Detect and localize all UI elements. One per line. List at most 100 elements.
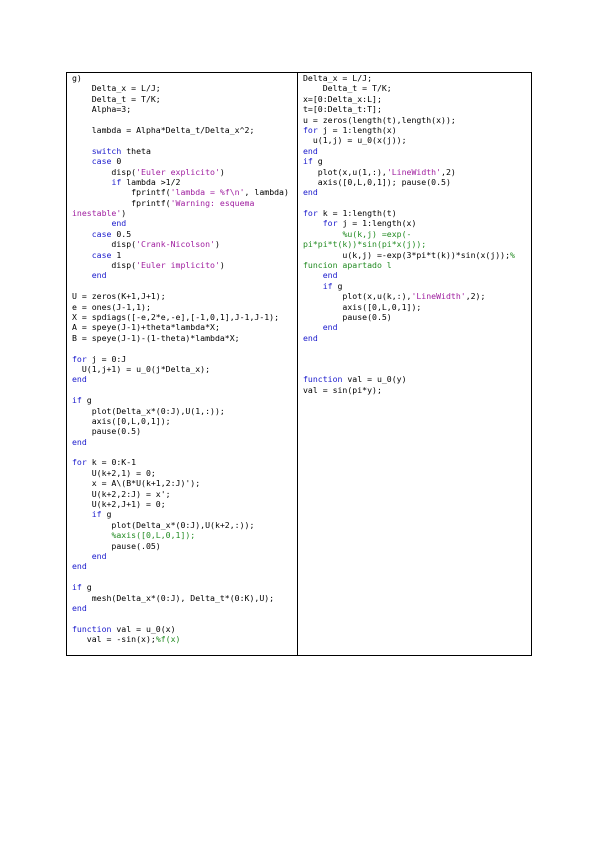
code-line: axis([0,L,0,1]); (303, 302, 529, 312)
code-line (72, 115, 294, 125)
code-line: mesh(Delta_x*(0:J), Delta_t*(0:K),U); (72, 593, 294, 603)
code-text: , lambda) (244, 187, 289, 198)
code-text: fprintf( (72, 197, 171, 208)
code-text: u(1,j) = u_0(x(j)); (303, 135, 407, 146)
code-text: j = 1:length(x) (317, 124, 397, 135)
code-text: Delta_x = L/J; (303, 73, 373, 83)
code-line: for k = 0:K-1 (72, 457, 294, 467)
code-line: disp('Crank-Nicolson') (72, 239, 294, 249)
code-line: end (303, 187, 529, 197)
code-keyword: if (72, 395, 82, 406)
code-line (303, 198, 529, 208)
code-line: end (303, 146, 529, 156)
code-text: Delta_t = T/K; (303, 83, 392, 94)
code-line: Delta_t = T/K; (72, 94, 294, 104)
code-line: t=[0:Delta_t:T]; (303, 104, 529, 114)
code-keyword: for (72, 457, 87, 468)
code-line: val = sin(pi*y); (303, 385, 529, 395)
code-line: for j = 1:length(x) (303, 125, 529, 135)
code-line: %u(k,j) =exp(- (303, 229, 529, 239)
code-line (303, 364, 529, 374)
code-text: U(1,j+1) = u_0(j*Delta_x); (72, 363, 211, 374)
code-text: fprintf( (72, 187, 171, 198)
code-line: u(k,j) =-exp(3*pi*t(k))*sin(x(j));% (303, 250, 529, 260)
code-text: U = zeros(K+1,J+1); (72, 291, 166, 302)
code-line: g) (72, 73, 294, 83)
code-keyword: end (322, 270, 338, 281)
code-line: pi*pi*t(k))*sin(pi*x(j)); (303, 239, 529, 249)
code-line: u(1,j) = u_0(x(j)); (303, 135, 529, 145)
code-text: u(k,j) =-exp(3*pi*t(k))*sin(x(j)); (303, 249, 511, 260)
code-text: disp( (72, 239, 137, 250)
code-comment: %u(k,j) =exp(- (342, 228, 412, 239)
code-text: axis([0,L,0,1]); pause(0.5) (303, 176, 451, 187)
code-text: ,2); (465, 291, 486, 302)
code-line: A = speye(J-1)+theta*lambda*X; (72, 322, 294, 332)
code-line: if g (72, 395, 294, 405)
code-text: lambda >1/2 (121, 176, 181, 187)
code-line: switch theta (72, 146, 294, 156)
code-line: Delta_x = L/J; (72, 83, 294, 93)
code-keyword: end (303, 332, 318, 343)
code-line: case 0.5 (72, 229, 294, 239)
code-text (72, 270, 92, 280)
code-line: inestable') (72, 208, 294, 218)
code-keyword: end (72, 374, 87, 385)
code-text: ,2) (441, 166, 456, 177)
code-line: X = spdiags([-e,2*e,-e],[-1,0,1],J-1,J-1… (72, 312, 294, 322)
code-keyword: case (91, 228, 112, 239)
code-line: e = ones(J-1,1); (72, 302, 294, 312)
code-text: g (332, 280, 343, 291)
code-line (72, 135, 294, 145)
code-line: plot(Delta_x*(0:J),U(1,:)); (72, 406, 294, 416)
code-keyword: function (303, 374, 343, 385)
code-line: case 0 (72, 156, 294, 166)
code-line: val = -sin(x);%f(x) (72, 634, 294, 644)
code-keyword: for (303, 208, 318, 219)
code-line: funcion apartado l (303, 260, 529, 270)
code-text: axis([0,L,0,1]); (72, 415, 171, 426)
code-keyword: end (72, 436, 87, 447)
code-text: val = u_0(x) (111, 623, 176, 634)
code-text: Delta_x = L/J; (72, 83, 161, 94)
code-line: end (303, 333, 529, 343)
code-string: inestable' (72, 208, 122, 219)
code-text: lambda = Alpha*Delta_t/Delta_x^2; (72, 124, 255, 135)
code-text: g (312, 156, 323, 167)
code-keyword: switch (91, 145, 122, 156)
code-line: Delta_t = T/K; (303, 83, 529, 93)
code-text: plot(x,u(1,:), (303, 166, 387, 177)
code-line: axis([0,L,0,1]); pause(0.5) (303, 177, 529, 187)
code-keyword: for (303, 124, 318, 135)
code-text: x = A\(B*U(k+1,2:J)'); (72, 478, 201, 489)
code-text: X = spdiags([-e,2*e,-e],[-1,0,1],J-1,J-1… (72, 311, 280, 322)
code-line (72, 343, 294, 353)
code-line: end (303, 322, 529, 332)
code-line: if g (72, 582, 294, 592)
code-line: if lambda >1/2 (72, 177, 294, 187)
code-line: end (303, 270, 529, 280)
code-text: disp( (72, 166, 137, 177)
code-text (72, 218, 111, 228)
code-line: end (72, 374, 294, 384)
code-text (72, 530, 111, 540)
code-keyword: end (72, 602, 87, 613)
code-table-border (66, 72, 532, 656)
code-line (72, 385, 294, 395)
code-line (72, 447, 294, 457)
code-line: end (72, 603, 294, 613)
code-text (72, 509, 92, 519)
code-text: U(k+2,2:J) = x'; (72, 488, 171, 499)
code-line: if g (72, 509, 294, 519)
code-comment: %f(x) (155, 634, 181, 645)
code-keyword: end (91, 550, 107, 561)
code-keyword: end (322, 322, 338, 333)
code-string: 'lambda = %f\n' (170, 187, 245, 198)
code-text (72, 156, 92, 166)
code-text (303, 218, 323, 228)
code-line: if g (303, 281, 529, 291)
code-text: plot(x,u(k,:), (303, 291, 412, 302)
right-code-column: Delta_x = L/J; Delta_t = T/K;x=[0:Delta_… (303, 73, 529, 395)
code-string: 'Warning: esquema (170, 197, 255, 208)
